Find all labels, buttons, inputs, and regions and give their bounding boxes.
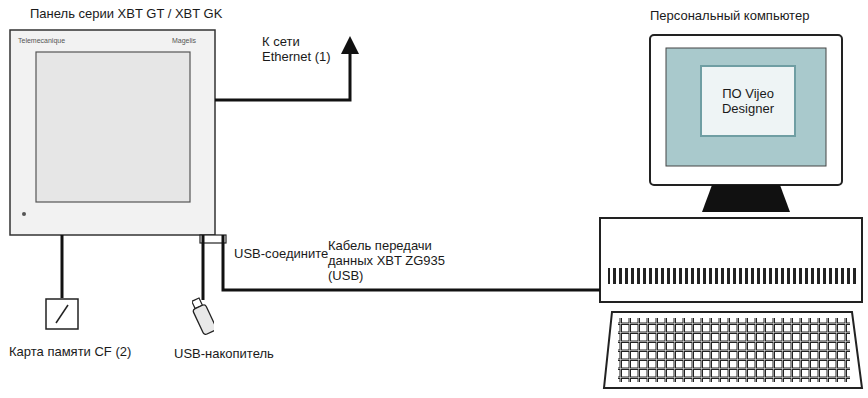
monitor-frame <box>650 35 842 185</box>
cable-connector <box>203 235 204 300</box>
product-logo: Magelis <box>172 36 196 45</box>
personal-computer: Персональный компьютер ПО Vijeo Designer <box>600 8 862 394</box>
cable-label: Кабель передачи данных XBT ZG935 (USB) <box>328 238 453 283</box>
brand-logo: Telemecanique <box>18 36 65 45</box>
screen-text: ПО Vijeo Designer <box>706 86 790 116</box>
software-window: ПО Vijeo Designer <box>700 65 796 137</box>
ethernet-arrowhead <box>341 36 359 54</box>
usb-stick-outline <box>192 296 214 336</box>
cable-connector <box>223 235 600 290</box>
node-heading: USB-накопитель <box>174 346 274 361</box>
monitor-screen <box>666 48 826 166</box>
panel-screen <box>36 52 190 202</box>
system-unit <box>600 218 862 302</box>
panel-led <box>22 212 26 216</box>
node-heading: Панель серии XBT GT / XBT GK <box>30 6 222 21</box>
monitor-stand <box>702 185 790 212</box>
operator-panel: Панель серии XBT GT / XBT GK <box>10 30 215 235</box>
node-heading: Персональный компьютер <box>650 8 809 23</box>
connector-label: USB-соединитель <box>234 246 342 261</box>
cable-connector <box>62 235 63 298</box>
node-heading: Карта памяти CF (2) <box>9 344 131 359</box>
system-unit-slots <box>608 268 856 284</box>
keyboard-keys <box>618 318 850 382</box>
panel-bezel <box>10 30 215 235</box>
keyboard <box>604 312 862 388</box>
usb-flash-drive: USB-накопитель <box>192 296 214 336</box>
cf-card-outline <box>45 298 79 330</box>
network-label: К сети Ethernet (1) <box>262 34 342 64</box>
cf-memory-card: Карта памяти CF (2) <box>45 298 79 330</box>
